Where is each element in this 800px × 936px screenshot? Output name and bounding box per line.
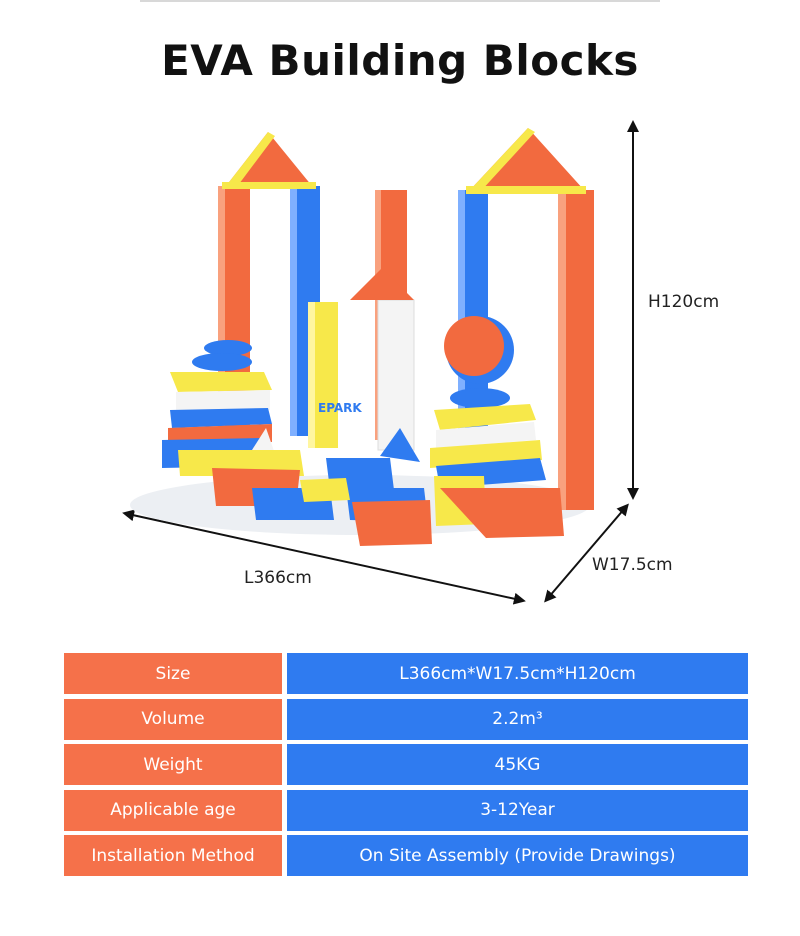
spec-key: Size <box>64 653 282 694</box>
brand-logo: EPARK <box>318 401 362 415</box>
spec-key: Weight <box>64 744 282 785</box>
white-pillar-center <box>377 299 415 451</box>
spec-row-weight: Weight 45KG <box>64 744 748 785</box>
spec-value: 45KG <box>287 744 748 785</box>
top-divider <box>140 0 660 2</box>
spec-key: Applicable age <box>64 789 282 831</box>
spec-value: L366cm*W17.5cm*H120cm <box>287 653 748 694</box>
spec-value: 2.2m³ <box>287 698 748 740</box>
spec-key: Installation Method <box>64 835 282 876</box>
building-blocks-illustration: EPARK <box>122 120 639 605</box>
spec-table: Size L366cm*W17.5cm*H120cm Volume 2.2m³ … <box>64 653 748 881</box>
spec-row-applicable-age: Applicable age 3-12Year <box>64 789 748 831</box>
spec-value: 3-12Year <box>287 789 748 831</box>
spec-row-installation-method: Installation Method On Site Assembly (Pr… <box>64 835 748 876</box>
spec-value: On Site Assembly (Provide Drawings) <box>287 835 748 876</box>
length-dimension-line <box>122 509 526 605</box>
length-label: L366cm <box>244 568 312 588</box>
page-title: EVA Building Blocks <box>161 36 639 85</box>
spec-row-size: Size L366cm*W17.5cm*H120cm <box>64 653 748 694</box>
width-label: W17.5cm <box>592 555 673 575</box>
spec-key: Volume <box>64 698 282 740</box>
spec-row-volume: Volume 2.2m³ <box>64 698 748 740</box>
width-dimension-line <box>544 503 629 603</box>
height-label: H120cm <box>648 292 720 312</box>
orange-roof-right <box>470 128 584 190</box>
